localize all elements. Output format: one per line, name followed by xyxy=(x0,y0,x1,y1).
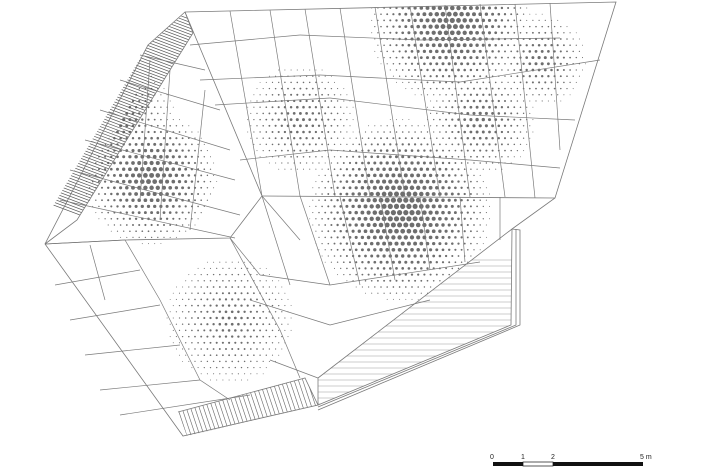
panel-seam xyxy=(214,97,331,106)
scale-label-2: 2 xyxy=(551,454,555,461)
panel-seam xyxy=(469,114,576,121)
panel-seam xyxy=(379,196,396,281)
scale-segment-1 xyxy=(493,462,523,466)
panel-seam xyxy=(239,149,331,161)
scale-label-1: 1 xyxy=(521,454,525,461)
panel-seam xyxy=(69,304,161,321)
panel-seam xyxy=(119,79,221,111)
panel-seam xyxy=(229,237,281,331)
left-hatch-band xyxy=(46,12,193,242)
panel-seam xyxy=(329,97,471,116)
scale-label-5m: 5 m xyxy=(640,454,652,461)
panel-seam xyxy=(189,89,206,231)
panel-seam xyxy=(59,199,236,239)
panel-seam xyxy=(419,37,561,41)
panel-seam xyxy=(261,195,291,286)
panel-seam xyxy=(409,5,441,198)
panel-seam xyxy=(119,394,251,416)
panel-seam xyxy=(269,9,301,197)
panel-seam xyxy=(319,74,461,83)
panel-seam xyxy=(84,344,181,356)
panel-seam xyxy=(229,10,263,197)
panel-seam xyxy=(261,195,301,241)
panel-seam xyxy=(279,329,301,379)
bottom-hatch-band xyxy=(178,378,318,436)
panel-seam xyxy=(299,34,421,41)
panel-seam xyxy=(89,244,106,301)
panel-seam xyxy=(99,109,231,151)
panel-seam xyxy=(44,239,126,245)
panel-seam xyxy=(199,379,231,401)
panel-seam xyxy=(419,196,431,271)
panel-seam xyxy=(339,196,361,286)
scale-segment-2 xyxy=(522,461,554,467)
panel-seam xyxy=(249,299,331,326)
scale-segment-3 xyxy=(553,462,643,466)
panel-seam xyxy=(84,139,236,181)
panel-seam xyxy=(269,359,319,379)
panel-seam xyxy=(459,196,466,263)
panel-seam xyxy=(329,299,431,326)
panel-seam xyxy=(479,3,506,198)
panel-seam xyxy=(159,299,181,341)
panel-seam xyxy=(299,195,331,286)
panel-seam xyxy=(139,59,151,201)
panel-seam xyxy=(304,8,336,197)
panel-seam xyxy=(329,149,471,161)
panel-seam xyxy=(54,269,141,286)
panel-seam xyxy=(159,69,171,221)
panel-seam xyxy=(199,74,321,81)
panel-seam xyxy=(329,261,481,286)
panel-seam xyxy=(99,379,201,391)
panel-seam xyxy=(179,339,201,381)
panel-seam xyxy=(339,7,371,198)
panel-seam xyxy=(549,2,561,151)
scale-label-0: 0 xyxy=(490,454,494,461)
panel-seam xyxy=(459,59,601,83)
panel-seam xyxy=(259,274,331,286)
panel-seam xyxy=(469,159,561,169)
panel-seam xyxy=(444,4,471,198)
panel-seam xyxy=(69,169,241,216)
panel-seams xyxy=(44,2,601,416)
panel-seam xyxy=(229,237,261,276)
panel-seam xyxy=(189,34,301,46)
panel-seam xyxy=(139,54,206,71)
panel-seam xyxy=(124,239,161,301)
scale-bar: 0 1 2 5 m xyxy=(490,454,652,467)
